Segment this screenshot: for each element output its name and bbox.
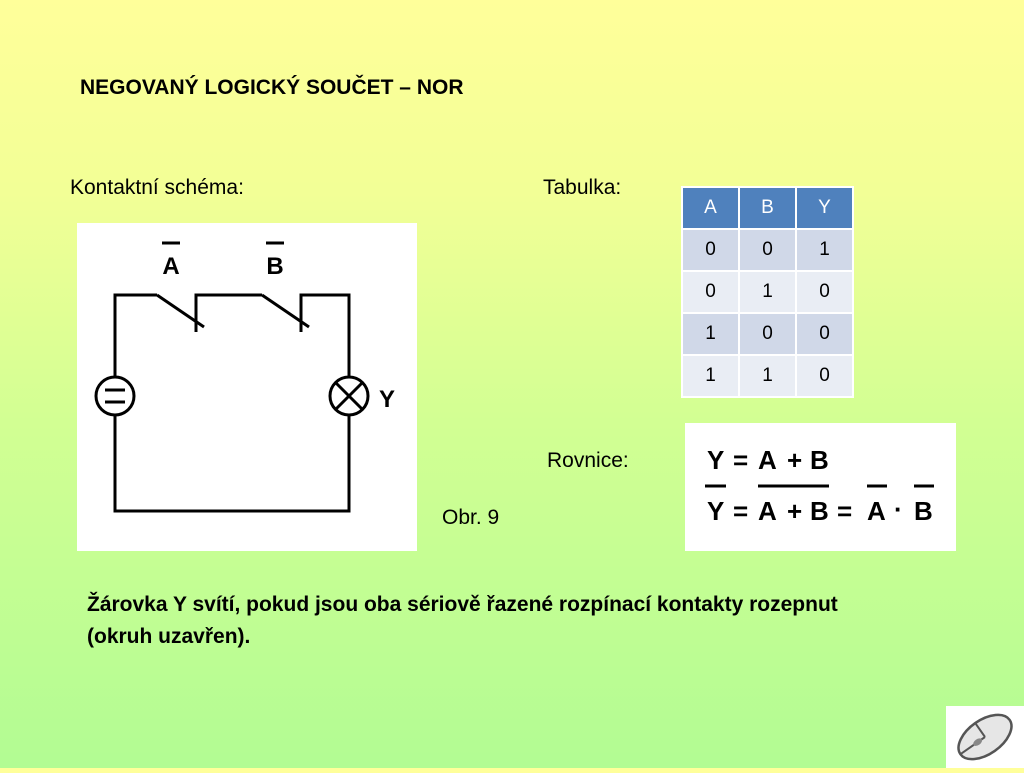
conclusion-text: Žárovka Y svítí, pokud jsou oba sériově … [87, 593, 838, 648]
mouse-icon[interactable] [946, 706, 1024, 768]
cell-b: 1 [738, 270, 797, 314]
source-symbol [94, 375, 136, 417]
lamp-cross-2 [334, 381, 364, 411]
eq1-plus: + [787, 445, 802, 475]
eq1-b: B [810, 445, 829, 475]
eq2-b: B [810, 496, 829, 526]
eq1-a: A [758, 445, 777, 475]
cell-y: 0 [795, 270, 854, 314]
truth-table: A B Y 0 0 1 0 1 0 1 0 0 1 1 0 [681, 186, 854, 398]
eq2-dot: · [894, 494, 903, 524]
eq2-plus: + [787, 496, 802, 526]
header-y: Y [795, 186, 854, 230]
eq2-not-b: B [914, 496, 933, 526]
contact-a-label: A [162, 253, 179, 280]
truth-table-header: A B Y [681, 186, 854, 230]
contact-schematic: A B Y [77, 223, 417, 551]
eq2-lhs: Y [707, 496, 724, 526]
cell-y: 0 [795, 354, 854, 398]
cell-b: 0 [738, 228, 797, 272]
eq2-equals-2: = [837, 496, 852, 526]
cell-y: 0 [795, 312, 854, 356]
wire-bottom [113, 415, 351, 513]
eq1-lhs: Y [707, 445, 724, 475]
table-row: 0 1 0 [681, 270, 854, 314]
equation-graphic: Y = A + B Y = A + B = A · B [705, 445, 934, 526]
wire-right-top [299, 293, 351, 377]
schema-label: Kontaktní schéma: [70, 176, 244, 199]
figure-caption: Obr. 9 [442, 506, 500, 529]
header-a: A [681, 186, 740, 230]
mouse-icon-graphic [957, 713, 1013, 761]
equation-label: Rovnice: [547, 449, 629, 472]
lamp-label: Y [379, 386, 395, 413]
lamp-symbol [328, 375, 370, 417]
table-row: 0 0 1 [681, 228, 854, 272]
cell-y: 1 [795, 228, 854, 272]
eq2-equals: = [733, 496, 748, 526]
wire-left-top [113, 293, 157, 377]
cell-b: 1 [738, 354, 797, 398]
eq2-not-a: A [867, 496, 886, 526]
eq1-equals: = [733, 445, 748, 475]
cell-a: 0 [681, 270, 740, 314]
table-label: Tabulka: [543, 176, 622, 199]
equation-panel: Y = A + B Y = A + B = A · B [685, 423, 956, 551]
wire-middle [194, 293, 262, 317]
cell-a: 0 [681, 228, 740, 272]
eq2-a: A [758, 496, 777, 526]
cell-b: 0 [738, 312, 797, 356]
cell-a: 1 [681, 354, 740, 398]
contact-b-label: B [266, 253, 283, 280]
circuit-diagram: A B Y [94, 241, 395, 513]
table-row: 1 0 0 [681, 312, 854, 356]
table-row: 1 1 0 [681, 354, 854, 398]
slide-title: NEGOVANÝ LOGICKÝ SOUČET – NOR [80, 76, 464, 99]
header-b: B [738, 186, 797, 230]
cell-a: 1 [681, 312, 740, 356]
